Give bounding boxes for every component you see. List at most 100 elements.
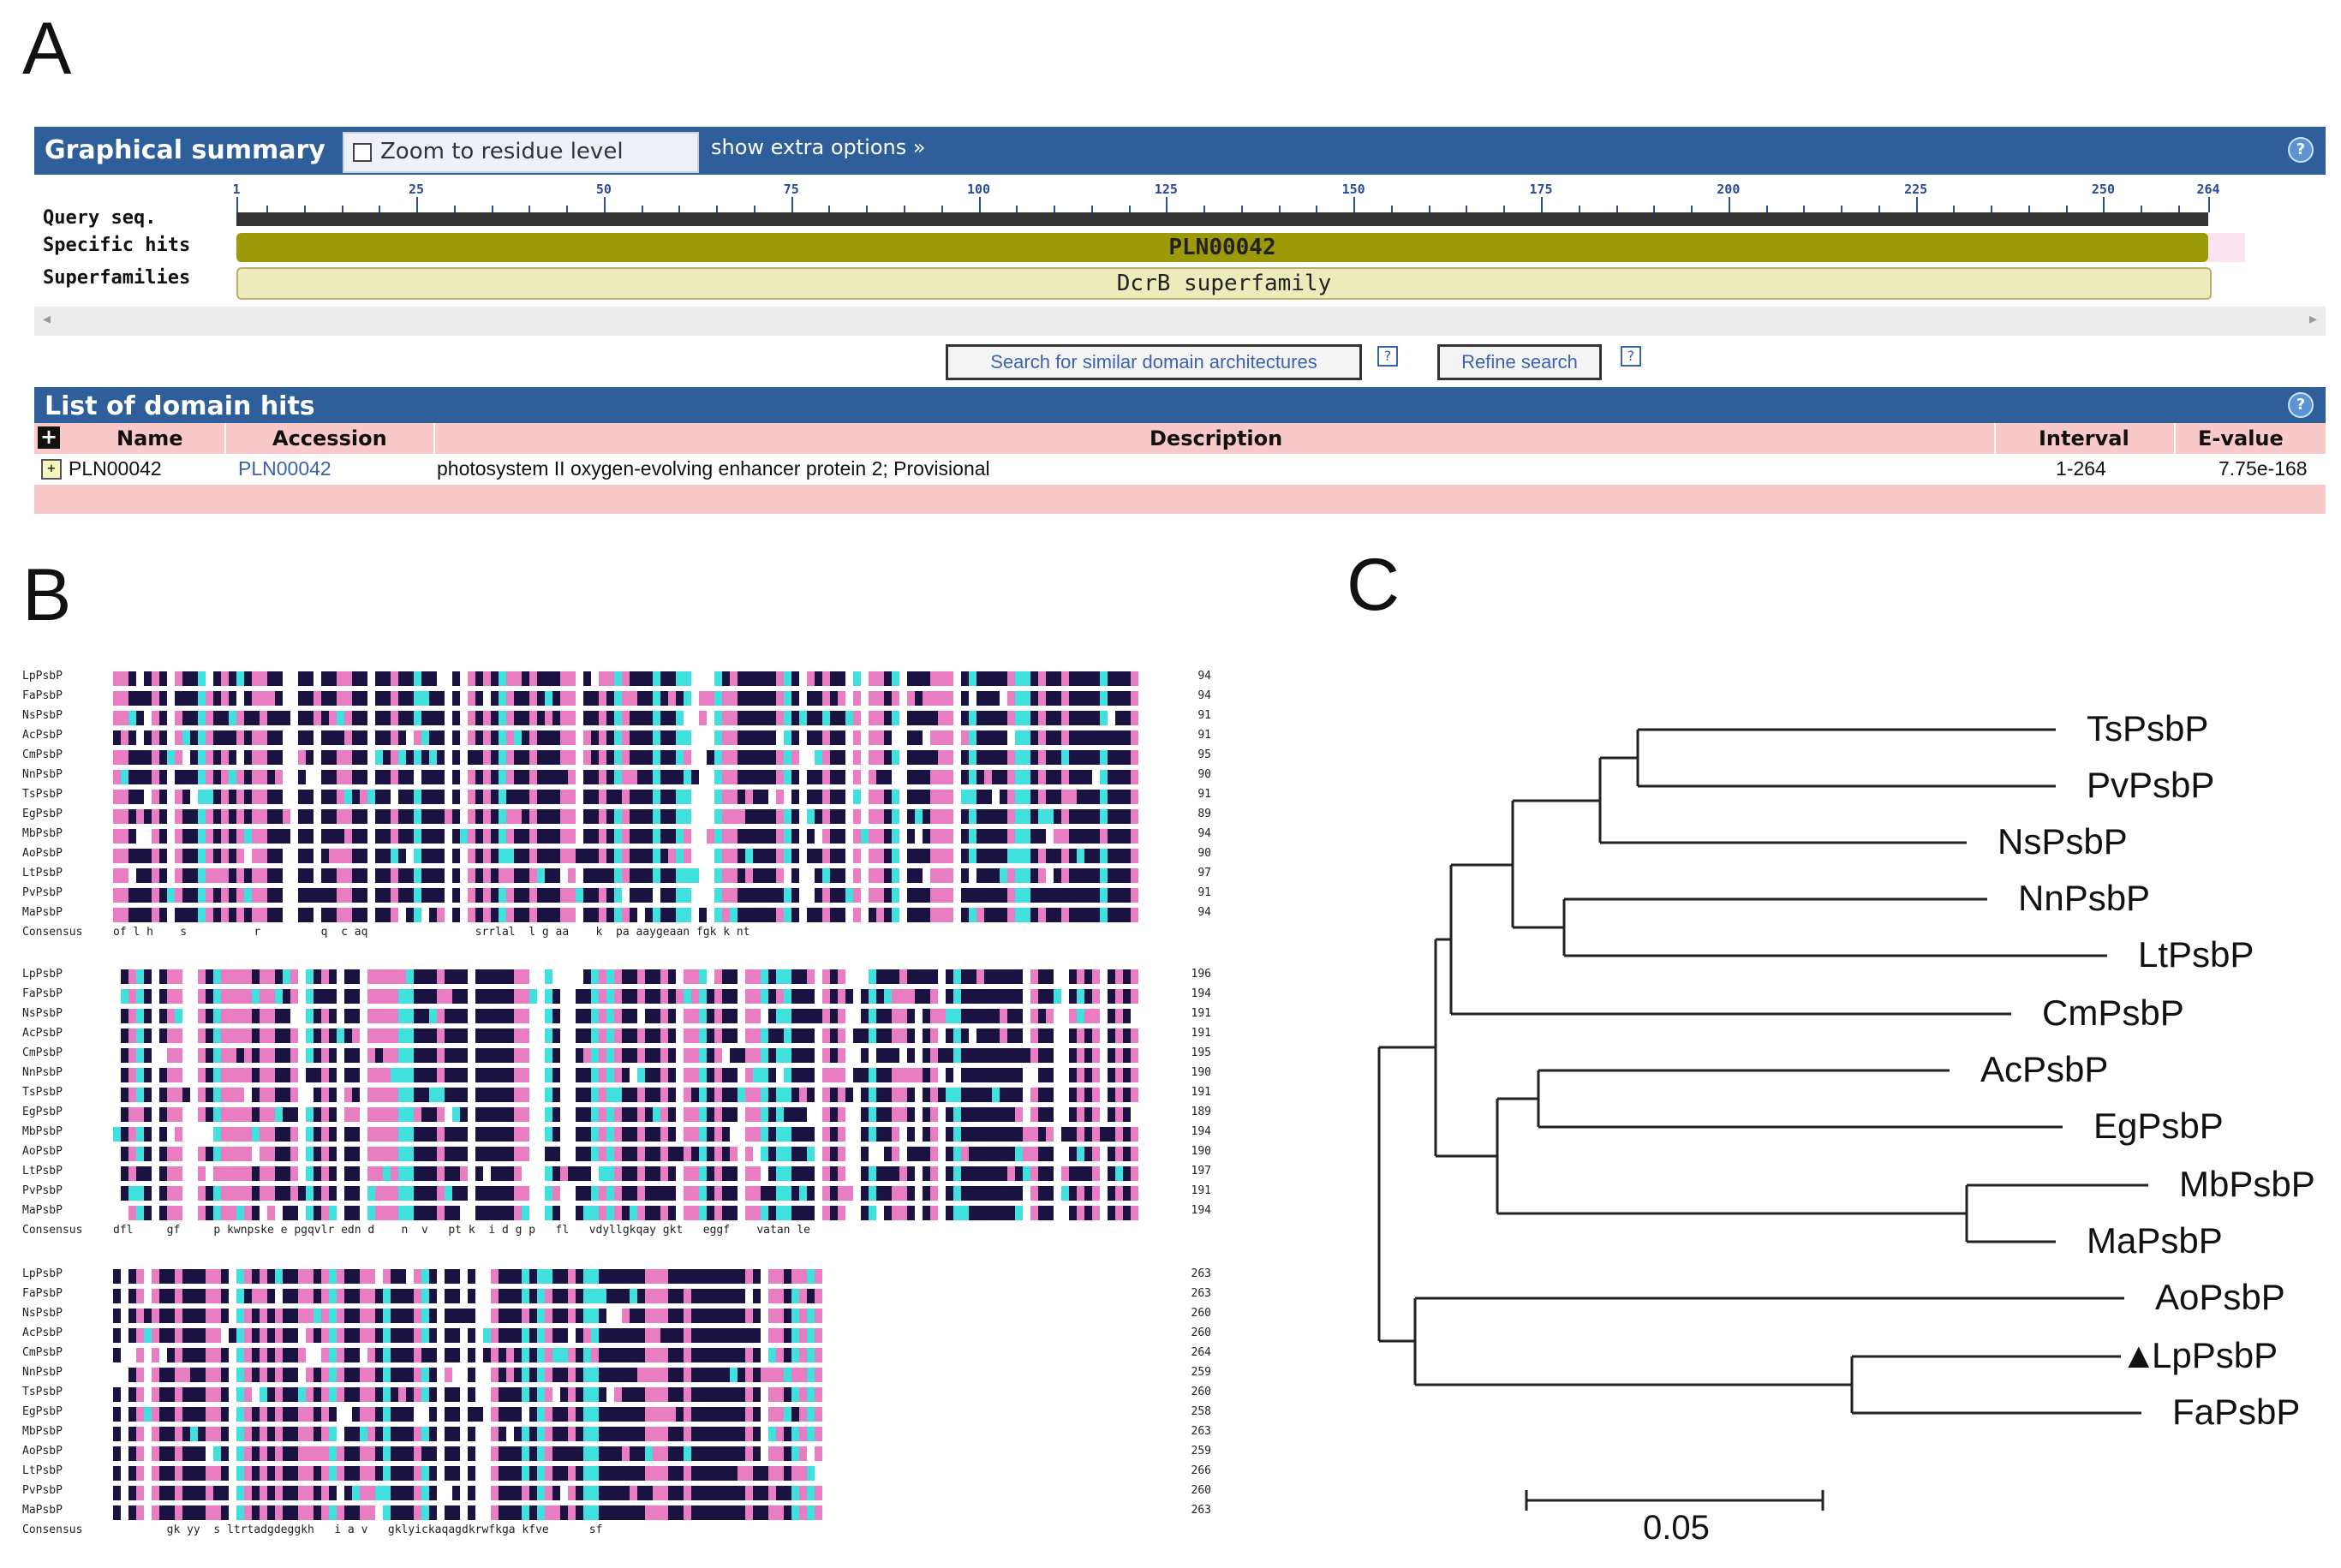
ruler-minor-tick	[1316, 206, 1318, 212]
tree-taxon-label: MbPsbP	[2179, 1164, 2315, 1204]
col-name[interactable]: Name	[116, 426, 183, 450]
alignment-seq-name: FaPsbP	[22, 1287, 63, 1300]
alignment-seq-name: MbPsbP	[22, 1125, 63, 1138]
tree-taxon-label: CmPsbP	[2042, 993, 2184, 1033]
alignment-seq-row	[113, 809, 1138, 824]
alignment-end-position: 89	[1197, 808, 1211, 820]
alignment-end-position: 194	[1191, 1125, 1211, 1138]
zoom-checkbox[interactable]	[353, 143, 372, 162]
alignment-end-position: 263	[1191, 1504, 1211, 1517]
alignment-seq-name: TsPsbP	[22, 1386, 63, 1398]
ruler-major-tick	[2208, 197, 2210, 212]
ruler-major-tick	[1166, 197, 1168, 212]
consensus-label: Consensus	[22, 1224, 83, 1237]
alignment-seq-name: MaPsbP	[22, 1504, 63, 1517]
zoom-to-residue-toggle[interactable]: Zoom to residue level	[343, 132, 699, 173]
expand-row-icon[interactable]: +	[41, 459, 62, 480]
help-icon[interactable]: ?	[2288, 137, 2314, 163]
help-icon-similar[interactable]: ?	[1377, 346, 1398, 367]
ruler-minor-tick	[1841, 206, 1843, 212]
ruler-major-tick	[1915, 197, 1918, 212]
alignment-seq-row	[113, 1505, 822, 1520]
tree-taxon-label: TsPsbP	[2087, 708, 2209, 748]
ruler-minor-tick	[1765, 206, 1768, 212]
col-interval[interactable]: Interval	[2039, 426, 2129, 450]
ruler-minor-tick	[1016, 206, 1018, 212]
alignment-end-position: 258	[1191, 1405, 1211, 1418]
specific-hit-bar[interactable]: PLN00042	[236, 233, 2208, 262]
col-evalue[interactable]: E-value	[2198, 426, 2284, 450]
ruler-tick-label: 1	[232, 182, 241, 197]
alignment-end-position: 190	[1191, 1066, 1211, 1079]
alignment-seq-row	[113, 711, 1138, 725]
scroll-left-icon[interactable]: ◂	[43, 310, 51, 328]
alignment-seq-row	[113, 691, 1138, 706]
ruler-major-tick	[978, 197, 981, 212]
query-seq-label: Query seq.	[43, 207, 157, 229]
tree-taxon-label: PvPsbP	[2087, 765, 2215, 805]
alignment-end-position: 91	[1197, 729, 1211, 742]
alignment-seq-row	[113, 1328, 822, 1343]
ruler-minor-tick	[678, 206, 681, 212]
alignment-seq-name: LpPsbP	[22, 670, 63, 683]
alignment-seq-name: FaPsbP	[22, 689, 63, 702]
alignment-seq-name: NsPsbP	[22, 709, 63, 722]
alignment-end-position: 190	[1191, 1145, 1211, 1158]
ruler-minor-tick	[1578, 206, 1580, 212]
alignment-seq-row	[113, 1269, 822, 1284]
alignment-seq-name: NnPsbP	[22, 1366, 63, 1379]
hit-accession-link[interactable]: PLN00042	[238, 457, 331, 480]
ruler-minor-tick	[1691, 206, 1693, 212]
help-icon-refine[interactable]: ?	[1621, 346, 1641, 367]
alignment-seq-row	[113, 1048, 1138, 1063]
tree-taxon-label: LpPsbP	[2152, 1335, 2278, 1375]
ruler-major-tick	[1540, 197, 1543, 212]
horizontal-scrollbar[interactable]: ◂ ▸	[34, 307, 2326, 336]
panel-label-b: B	[22, 554, 72, 636]
col-description[interactable]: Description	[1150, 426, 1283, 450]
consensus-label: Consensus	[22, 1523, 83, 1536]
alignment-seq-name: CmPsbP	[22, 1046, 63, 1059]
refine-search-button[interactable]: Refine search	[1437, 344, 1602, 380]
expand-all-icon[interactable]: +	[38, 426, 60, 449]
alignment-end-position: 191	[1191, 1027, 1211, 1040]
scroll-right-icon[interactable]: ▸	[2308, 310, 2317, 328]
alignment-seq-row	[113, 1368, 822, 1382]
alignment-seq-row	[113, 1427, 822, 1441]
table-footer	[34, 485, 2326, 514]
alignment-end-position: 94	[1197, 827, 1211, 840]
superfamily-bar[interactable]: DcrB superfamily	[236, 267, 2212, 300]
alignment-seq-name: LtPsbP	[22, 867, 63, 879]
alignment-seq-name: CmPsbP	[22, 1346, 63, 1359]
alignment-end-position: 263	[1191, 1287, 1211, 1300]
search-similar-architectures-button[interactable]: Search for similar domain architectures	[946, 344, 1362, 380]
help-icon-domain-hits[interactable]: ?	[2288, 392, 2314, 418]
ruler-minor-tick	[1803, 206, 1806, 212]
ruler-major-tick	[416, 197, 419, 212]
ruler-minor-tick	[2027, 206, 2030, 212]
alignment-seq-name: NsPsbP	[22, 1007, 63, 1020]
ruler-tick-label: 150	[1341, 182, 1365, 197]
ruler-minor-tick	[303, 206, 306, 212]
tree-taxon-label: EgPsbP	[2093, 1106, 2224, 1146]
ruler-minor-tick	[379, 206, 381, 212]
alignment-seq-name: LpPsbP	[22, 968, 63, 981]
consensus-sequence: of l h s r q c aq srrlal l g aa k pa aay…	[113, 926, 750, 939]
alignment-end-position: 263	[1191, 1425, 1211, 1438]
alignment-end-position: 260	[1191, 1327, 1211, 1339]
show-extra-options-link[interactable]: show extra options »	[711, 135, 926, 159]
alignment-seq-row	[113, 770, 1138, 784]
panel-label-c: C	[1347, 544, 1400, 626]
tree-taxon-label: NnPsbP	[2018, 878, 2151, 918]
alignment-end-position: 97	[1197, 867, 1211, 879]
alignment-seq-row	[113, 849, 1138, 863]
alignment-end-position: 259	[1191, 1366, 1211, 1379]
ruler-minor-tick	[1054, 206, 1056, 212]
alignment-seq-row	[113, 1107, 1138, 1122]
col-accession[interactable]: Accession	[272, 426, 387, 450]
alignment-seq-row	[113, 1289, 822, 1303]
tree-taxon-label: LtPsbP	[2138, 934, 2254, 975]
ruler-major-tick	[2103, 197, 2105, 212]
alignment-seq-name: MbPsbP	[22, 827, 63, 840]
